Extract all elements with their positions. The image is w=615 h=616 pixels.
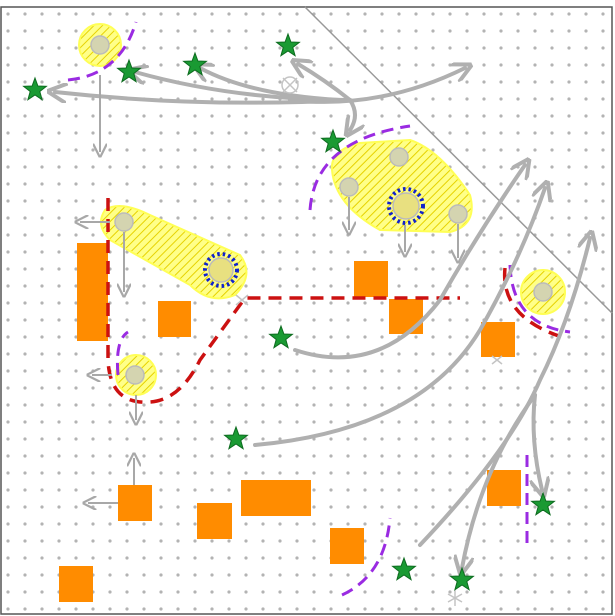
agent-ring [203,252,239,288]
obstacle-block [241,480,311,516]
node [533,282,553,302]
purple-dashed-arc [67,21,138,82]
red-dashed-paths [106,198,566,404]
obstacle-block [481,322,515,357]
star-icon [530,491,556,516]
star-icon [182,51,208,76]
crossed-circle-icon [281,76,299,94]
purple-dashed-arc [308,124,411,211]
obstacles [59,243,521,602]
diagonal-boundary [304,6,613,314]
node [448,204,468,224]
star-icon [223,425,249,450]
node [339,177,359,197]
star-icon [275,32,301,57]
small-arrows [80,75,458,503]
purple-dashed-arc [116,330,129,376]
node [389,147,409,167]
gray-arrow [534,393,542,490]
goal-stars [22,32,556,591]
nodes [90,35,553,385]
star-icon [449,566,475,591]
gray-arrow [350,98,355,130]
gray-arrow [293,165,525,360]
node [114,212,134,232]
obstacle-block [197,503,232,539]
frame-border [0,6,613,615]
node [125,365,145,385]
obstacle-block [354,261,388,297]
obstacle-block [158,301,191,337]
node [90,35,110,55]
red-dashed-arc [502,267,566,340]
purple-dashed-arcs [67,21,571,597]
obstacle-block [330,528,364,564]
star-icon [268,324,294,349]
star-icon [22,76,48,101]
agent-ring [387,187,425,225]
obstacle-block [59,566,93,602]
gray-arrow [298,64,352,102]
agent-core [392,192,420,220]
gray-arrow [200,68,342,102]
gray-arrow [418,238,590,547]
asterisk-icon [491,355,503,365]
highlight-regions [78,23,566,396]
purple-dashed-arc [341,517,392,597]
asterisk-icon [447,590,463,606]
gray-arrow [288,68,465,104]
gray-arrow [462,393,537,568]
star-icon [391,556,417,581]
star-icon [116,58,142,83]
obstacle-block [487,470,521,506]
asterisk-icon [235,294,249,306]
agent-core [208,257,234,283]
agents [203,187,425,288]
obstacle-block [389,299,423,334]
obstacle-block [77,243,108,341]
star-icon [320,128,346,153]
ghost-markers [235,76,503,606]
gray-arrows [55,64,590,568]
obstacle-block [118,485,152,521]
gray-arrow [253,188,545,447]
